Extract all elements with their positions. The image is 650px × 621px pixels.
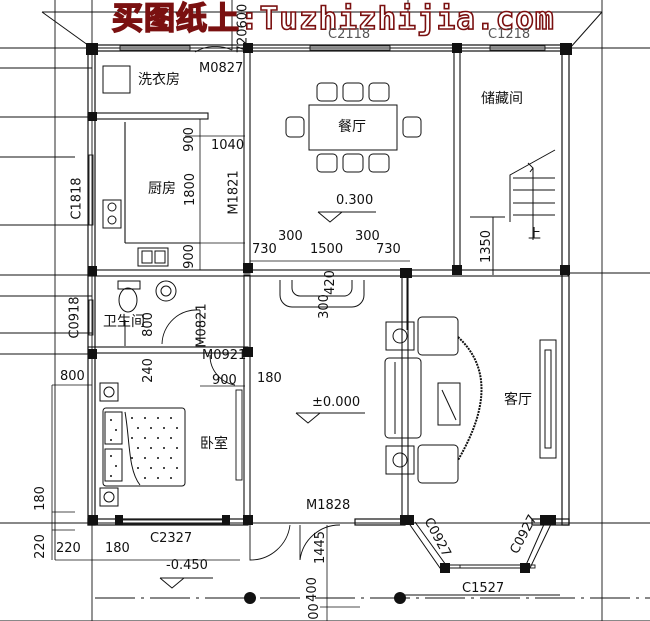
- room-label-bedroom: 卧室: [200, 436, 228, 452]
- dim-dining-730-right: 730: [376, 242, 401, 257]
- dimension-lines: [51, 119, 410, 621]
- dim-bottom-180: 180: [105, 541, 130, 556]
- window-code-storage: C1218: [488, 27, 531, 42]
- bath-fixtures: [117, 280, 177, 346]
- sofa-set: [384, 276, 557, 484]
- dim-storage-1350: 1350: [479, 229, 495, 264]
- window-code-bay-front: C1527: [462, 581, 505, 596]
- dim-entry-1445: 1445: [313, 530, 329, 565]
- dim-left-800: 800: [60, 369, 85, 384]
- dim-top-vertical: 720600: [235, 3, 251, 54]
- dim-entry-400: 400: [304, 577, 320, 602]
- dim-bottom-220: 220: [56, 541, 81, 556]
- room-label-laundry: 洗衣房: [138, 72, 180, 88]
- dim-kitchen-900-top: 900: [181, 127, 197, 152]
- elevation-markers: [159, 211, 376, 589]
- dim-steps-300: 300: [316, 294, 332, 319]
- front-steps: [279, 280, 365, 308]
- watermark: 买图纸上:Tuzhizhijia.com: [111, 1, 555, 37]
- elevation-porch: -0.450: [166, 558, 208, 573]
- dim-bed-door-900: 900: [212, 373, 237, 388]
- door-swings: [161, 46, 341, 561]
- door-code-entry: M1828: [306, 498, 351, 513]
- dim-kitchen-1800: 1800: [183, 172, 199, 207]
- dim-left-220-v: 220: [32, 534, 48, 559]
- dim-dining-300-right: 300: [355, 229, 380, 244]
- dim-entry-00: 00: [306, 603, 322, 620]
- dim-dining-300-left: 300: [278, 229, 303, 244]
- washing-machine: [102, 65, 131, 94]
- door-code-laundry: M0827: [199, 61, 244, 76]
- dim-dining-1500: 1500: [310, 242, 344, 257]
- dining-table: [285, 82, 422, 173]
- window-code-dining: C2118: [328, 27, 371, 42]
- elevation-dining: 0.300: [336, 193, 374, 208]
- door-code-bedroom: M0921: [202, 348, 247, 363]
- kitchen-stove: [102, 199, 169, 267]
- bed-pattern: [110, 417, 178, 479]
- window-code-kitchen: C1818: [69, 177, 85, 220]
- room-label-storage: 储藏间: [481, 91, 523, 107]
- elevation-living: ±0.000: [312, 395, 361, 410]
- room-label-kitchen: 厨房: [148, 181, 176, 197]
- columns: [86, 43, 572, 604]
- dim-kitchen-900-bottom: 900: [181, 244, 197, 269]
- dim-kitchen-1040: 1040: [211, 138, 245, 153]
- bed: [99, 382, 186, 507]
- room-label-dining: 餐厅: [338, 119, 366, 135]
- roof-eave-outline: [41, 11, 603, 49]
- dim-bath-240: 240: [140, 358, 156, 383]
- dim-steps-420: 420: [322, 270, 338, 295]
- stairs-up-label: 上: [528, 227, 542, 242]
- dim-dining-730-left: 730: [252, 242, 277, 257]
- room-label-living: 客厅: [504, 392, 532, 408]
- dim-wall-180-mid: 180: [257, 371, 282, 386]
- window-code-bath: C0918: [67, 296, 83, 339]
- door-code-kitchen: M1821: [226, 170, 242, 215]
- door-code-bath: M0821: [194, 303, 210, 348]
- stairs: [470, 149, 556, 275]
- window-code-bedroom: C2327: [150, 531, 193, 546]
- room-label-bathroom: 卫生间: [103, 314, 145, 330]
- dim-bath-800: 800: [140, 312, 156, 337]
- bay-window: [402, 521, 560, 596]
- dim-left-180: 180: [32, 486, 48, 511]
